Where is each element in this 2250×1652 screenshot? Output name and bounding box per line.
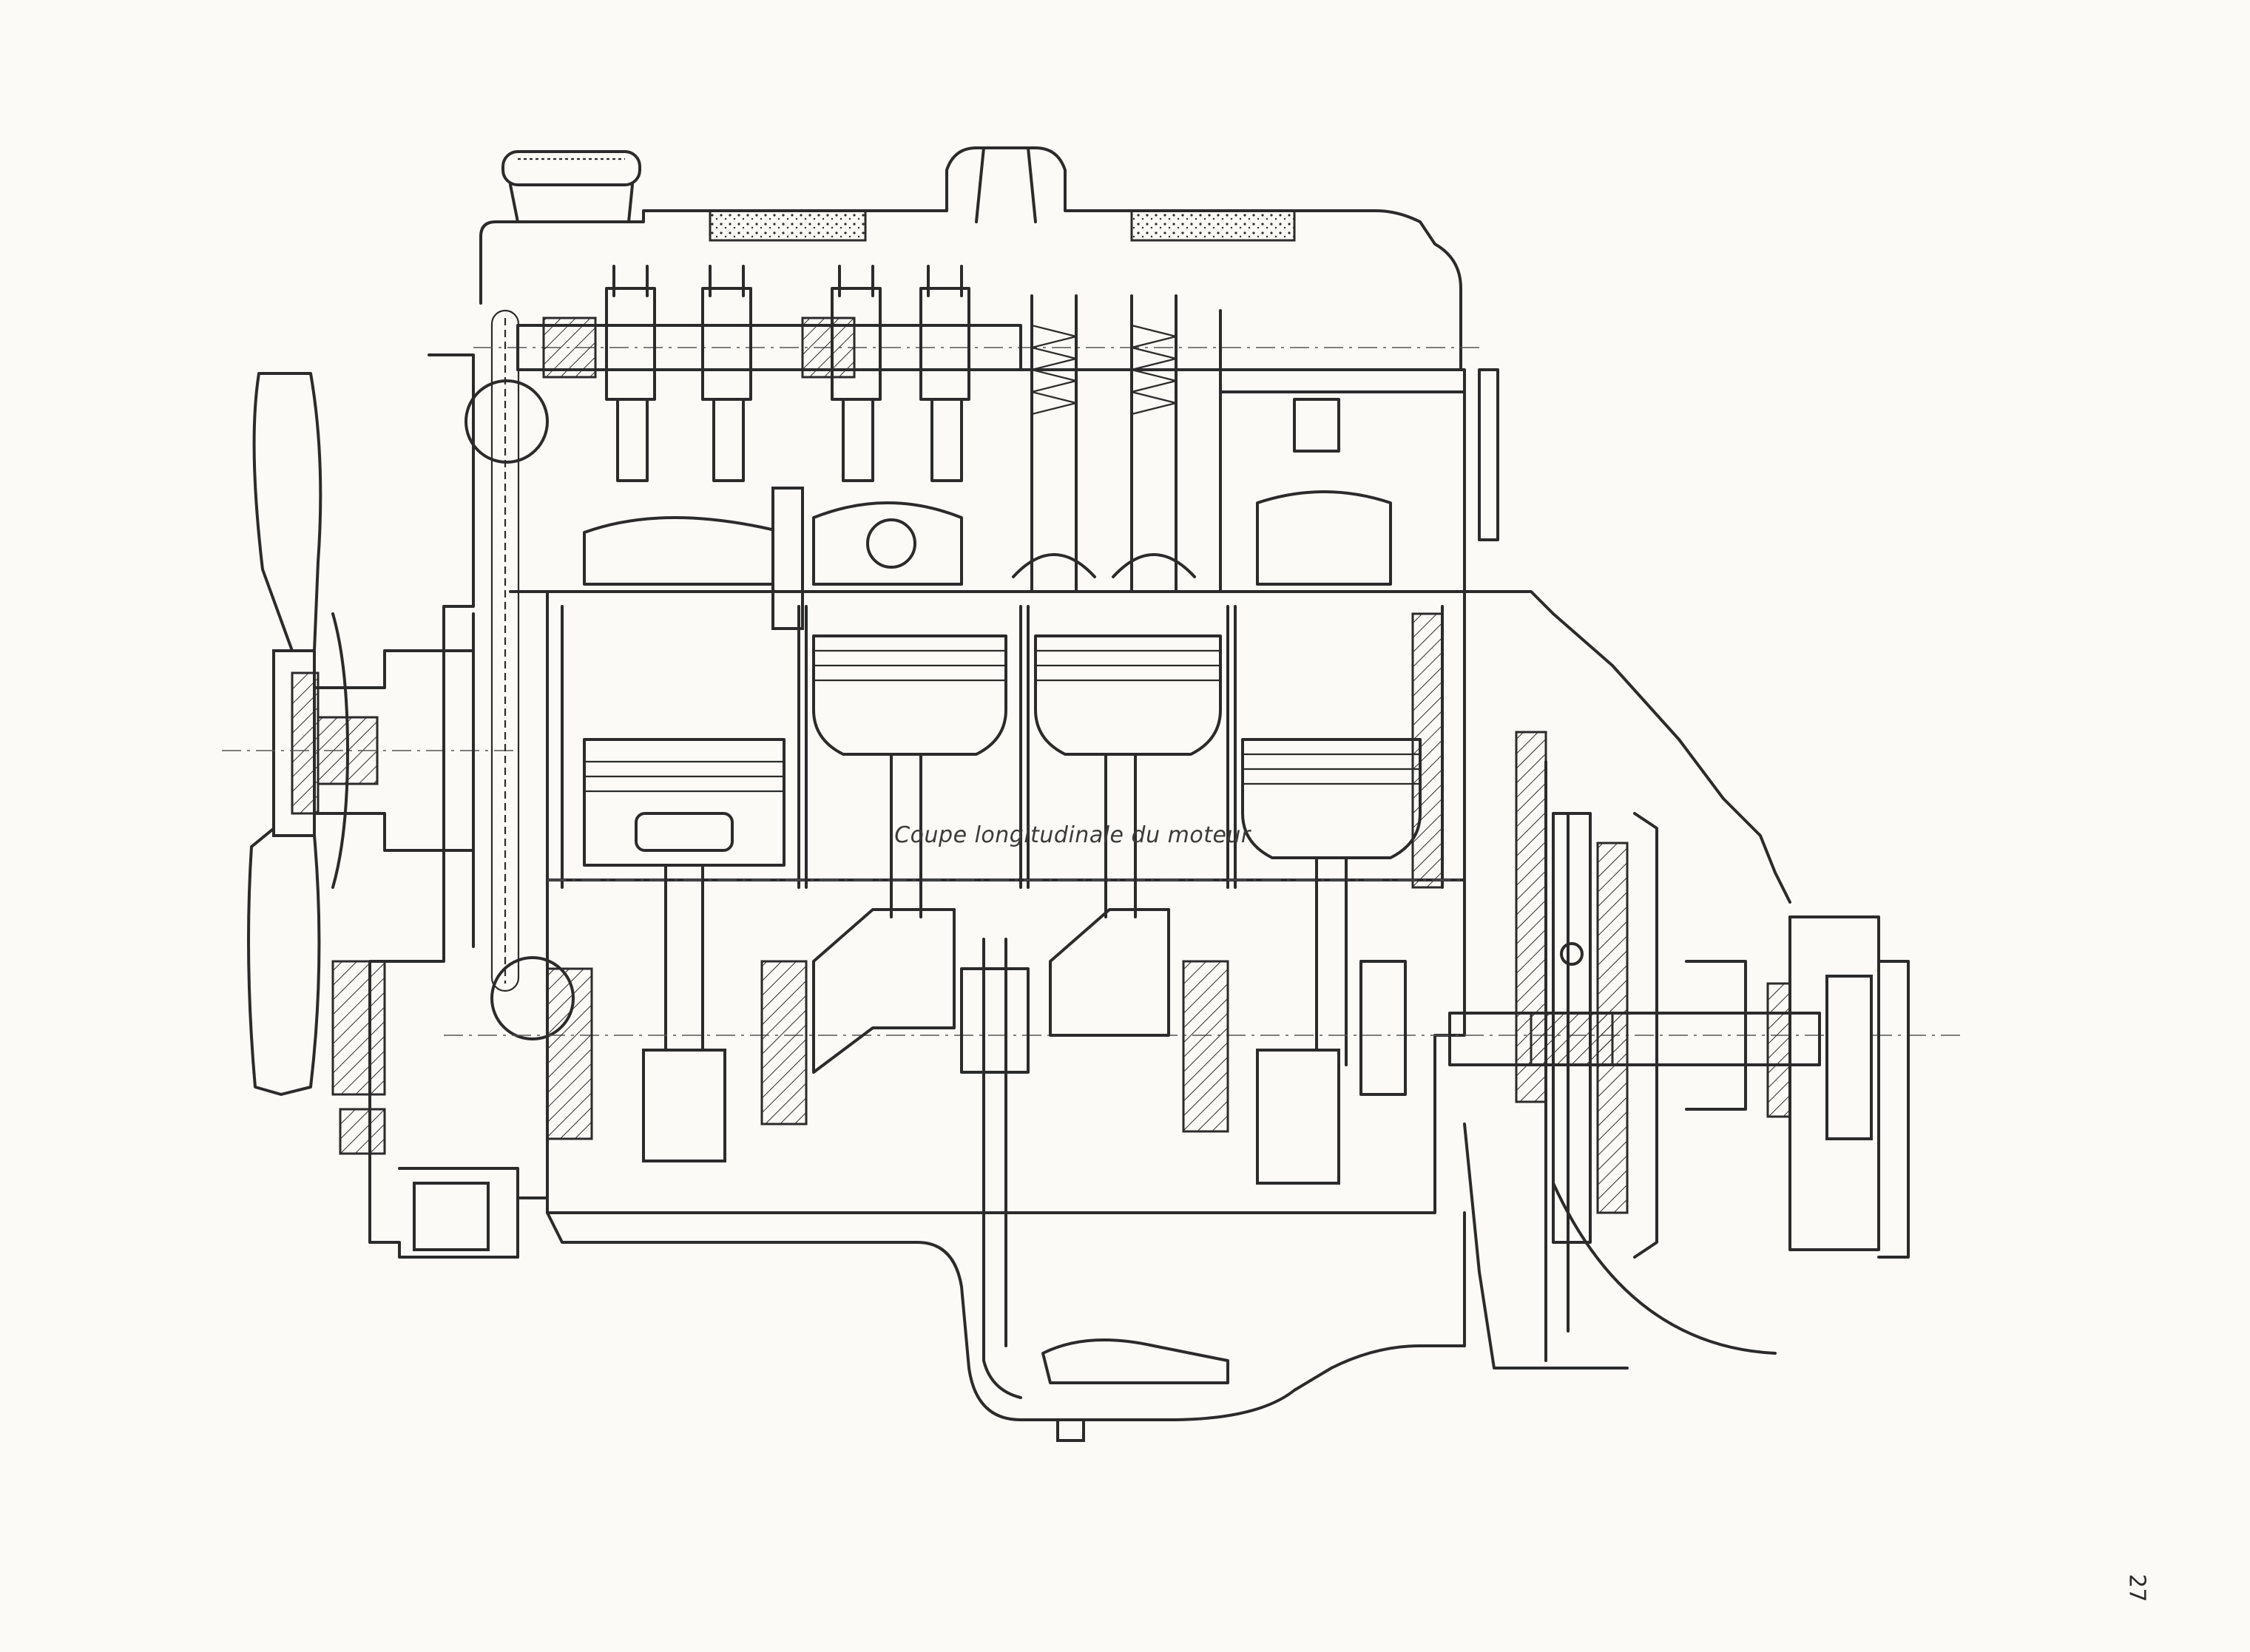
rocker-assembly-1: [605, 265, 656, 482]
piston-2: [812, 634, 1007, 756]
valve-cover: [479, 146, 1462, 371]
page-number: 27: [2124, 1574, 2150, 1602]
valve-springs: [1012, 294, 1196, 593]
rocker-assembly-3: [831, 265, 882, 482]
piston-3: [1034, 634, 1222, 756]
output-flange: [1766, 915, 1910, 1259]
cooling-fan: [247, 372, 322, 1096]
connecting-rods: [664, 753, 1348, 1066]
figure-caption: Coupe longitudinale du moteur: [894, 822, 1251, 848]
water-pump-hub: [222, 612, 518, 948]
timing-chain: [464, 309, 575, 1040]
piston-4: [1241, 738, 1422, 859]
crankshaft: [444, 908, 1960, 1185]
gearbox-input-shaft: [1448, 960, 1821, 1111]
oil-pan: [546, 938, 1466, 1442]
piston-1: [583, 738, 786, 867]
cylinder-head: [516, 309, 1499, 630]
timing-cover: [331, 353, 549, 1259]
rocker-assembly-2: [701, 265, 752, 482]
rocker-assembly-4: [919, 265, 970, 482]
oil-filler-cap: [501, 150, 641, 223]
